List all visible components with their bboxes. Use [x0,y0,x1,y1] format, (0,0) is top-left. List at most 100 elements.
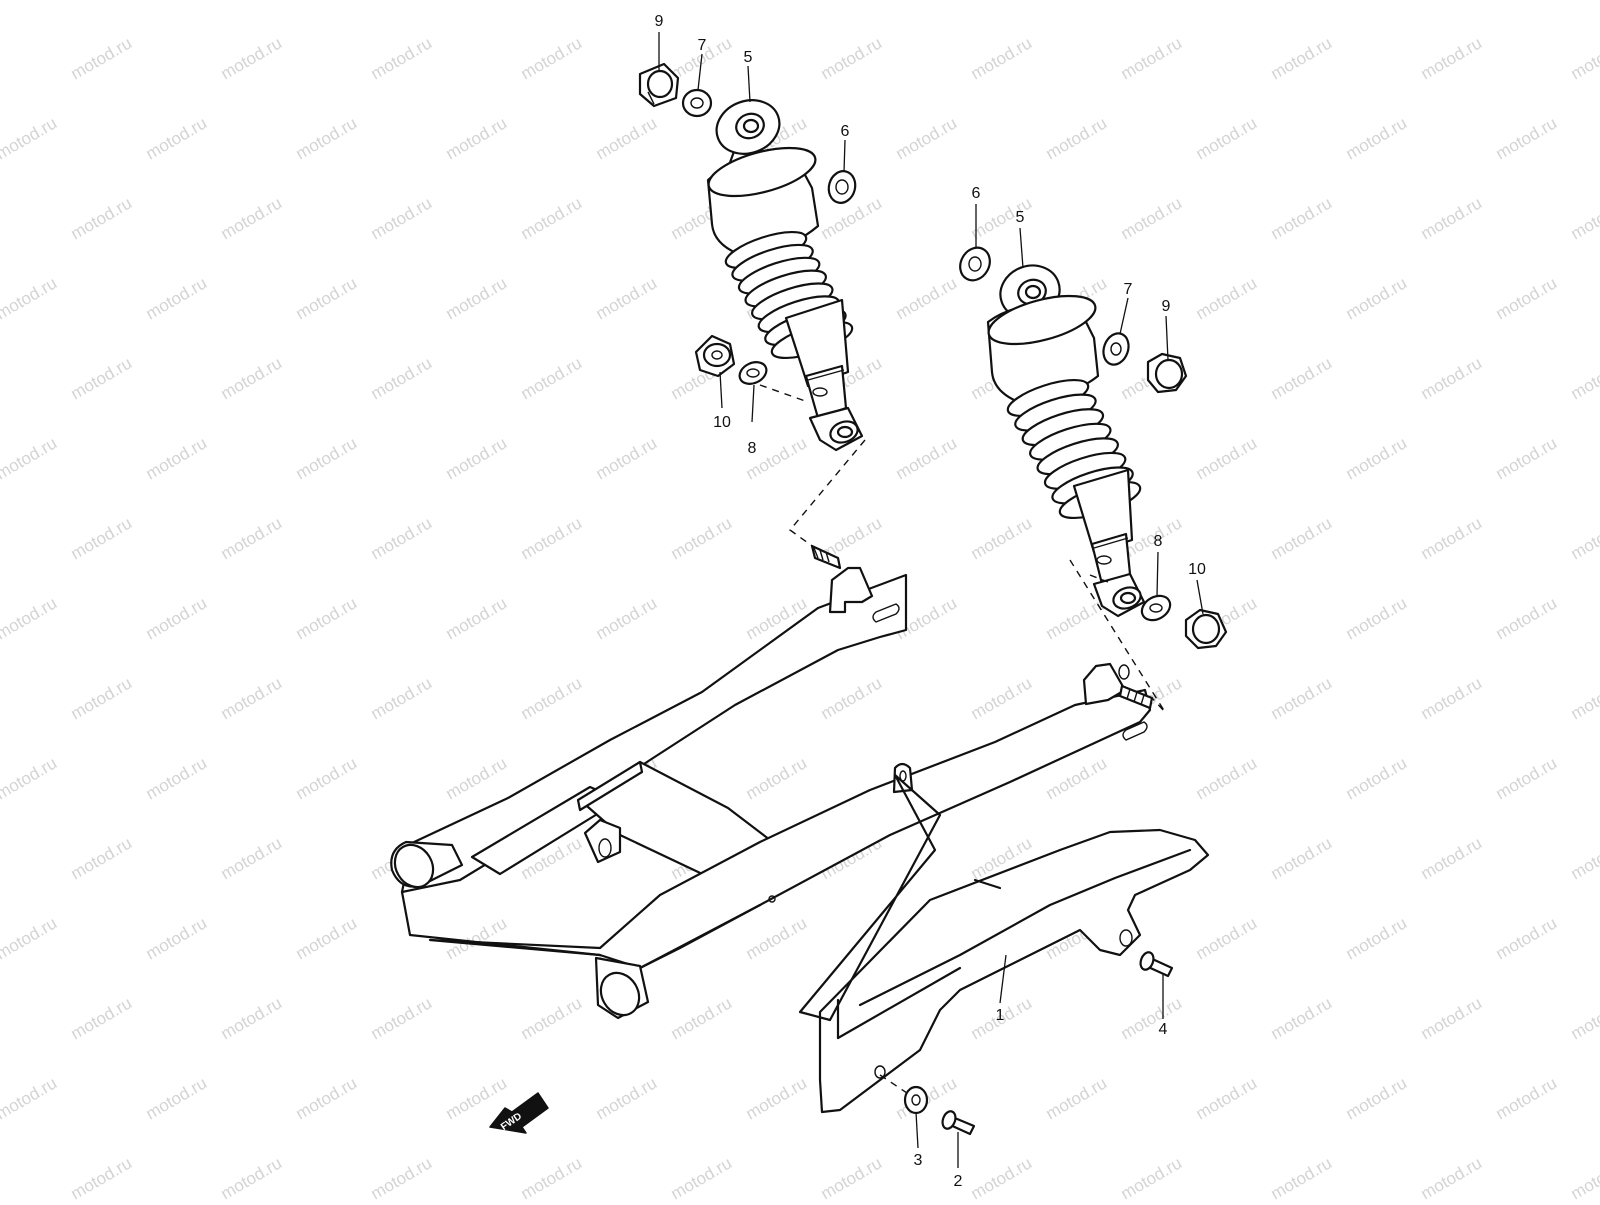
watermark-text: motod.ru [593,273,661,323]
watermark-text: motod.ru [218,673,286,723]
watermark-text: motod.ru [1343,593,1411,643]
watermark-text: motod.ru [68,33,136,83]
watermark-text: motod.ru [1418,193,1486,243]
washer-chain-case [905,1087,927,1113]
watermark-text: motod.ru [743,1073,811,1123]
watermark-text: motod.ru [143,113,211,163]
watermark-text: motod.ru [1193,0,1261,3]
watermark-text: motod.ru [293,913,361,963]
watermark-text: motod.ru [893,433,961,483]
watermark-text: motod.ru [893,273,961,323]
callout-label: 9 [1162,298,1171,315]
watermark-text: motod.ru [743,0,811,3]
watermark-text: motod.ru [1418,1153,1486,1200]
watermark-text: motod.ru [593,0,661,3]
bolt-chain-case-front [940,1109,974,1134]
watermark-text: motod.ru [293,1073,361,1123]
watermark-text: motod.ru [818,673,886,723]
watermark-text: motod.ru [443,753,511,803]
watermark-text: motod.ru [893,113,961,163]
watermark-text: motod.ru [0,113,60,163]
watermark-text: motod.ru [1493,913,1561,963]
watermark-text: motod.ru [293,593,361,643]
shock-absorber-right [984,257,1144,616]
callout-label: 3 [914,1152,923,1169]
washer-right [954,242,995,285]
watermark-text: motod.ru [1268,513,1336,563]
watermark-text: motod.ru [0,593,60,643]
watermark-text: motod.ru [818,193,886,243]
washer-upper-left [683,90,711,116]
washer-upper-right [1099,330,1132,368]
watermark-text: motod.ru [1343,273,1411,323]
watermark-text: motod.ru [368,1153,436,1200]
watermark-text: motod.ru [1343,913,1411,963]
watermark-text: motod.ru [968,33,1036,83]
watermark-text: motod.ru [1268,193,1336,243]
watermark-text: motod.ru [218,353,286,403]
watermark-text: motod.ru [1043,113,1111,163]
watermark-text: motod.ru [1493,433,1561,483]
watermark-text: motod.ru [443,433,511,483]
watermark-text: motod.ru [1193,433,1261,483]
watermark-text: motod.ru [668,513,736,563]
watermark-text: motod.ru [1568,353,1600,403]
watermark-text: motod.ru [1268,833,1336,883]
watermark-text: motod.ru [143,273,211,323]
watermark-text: motod.ru [1118,193,1186,243]
watermark-text: motod.ru [593,1073,661,1123]
watermark-text: motod.ru [218,193,286,243]
watermark-text: motod.ru [1268,993,1336,1043]
watermark-text: motod.ru [1343,433,1411,483]
watermark-text: motod.ru [218,993,286,1043]
watermark-text: motod.ru [1193,753,1261,803]
watermark-text: motod.ru [1418,353,1486,403]
watermark-text: motod.ru [1268,673,1336,723]
watermark-text: motod.ru [68,513,136,563]
watermark-text: motod.ru [68,353,136,403]
watermark-text: motod.ru [218,1153,286,1200]
watermark-text: motod.ru [1418,513,1486,563]
watermark-text: motod.ru [1418,833,1486,883]
watermark-text: motod.ru [1193,113,1261,163]
watermark-text: motod.ru [368,353,436,403]
watermark-text: motod.ru [143,593,211,643]
watermark-text: motod.ru [0,0,60,3]
callout-label: 8 [1154,533,1163,550]
watermark-text: motod.ru [1568,1153,1600,1200]
watermark-text: motod.ru [1568,193,1600,243]
watermark-text: motod.ru [518,1153,586,1200]
watermark-text: motod.ru [68,673,136,723]
watermark-text: motod.ru [1418,33,1486,83]
watermark-text: motod.ru [1493,1073,1561,1123]
watermark-text: motod.ru [518,193,586,243]
watermark-text: motod.ru [218,833,286,883]
callout-label: 8 [748,440,757,457]
watermark-text: motod.ru [593,113,661,163]
watermark-text: motod.ru [0,433,60,483]
watermark-text: motod.ru [1343,113,1411,163]
watermark-text: motod.ru [1268,1153,1336,1200]
callout-label: 7 [698,37,707,54]
watermark-text: motod.ru [1493,753,1561,803]
watermark-text: motod.ru [743,753,811,803]
watermark-text: motod.ru [1268,353,1336,403]
watermark-text: motod.ru [1493,113,1561,163]
watermark-text: motod.ru [443,0,511,3]
watermark-text: motod.ru [968,673,1036,723]
watermark-text: motod.ru [818,33,886,83]
nut-cap-upper-right [1148,354,1186,392]
watermark-text: motod.ru [293,273,361,323]
watermark-text: motod.ru [1043,1073,1111,1123]
callout-label: 9 [655,13,664,30]
watermark-text: motod.ru [293,433,361,483]
watermark-text: motod.ru [443,113,511,163]
watermark-text: motod.ru [1118,993,1186,1043]
watermark-text: motod.ru [668,1153,736,1200]
watermark-text: motod.ru [518,673,586,723]
watermark-text: motod.ru [893,0,961,3]
callout-label: 1 [996,1007,1005,1024]
watermark-text: motod.ru [1493,593,1561,643]
callout-label: 2 [954,1173,963,1190]
